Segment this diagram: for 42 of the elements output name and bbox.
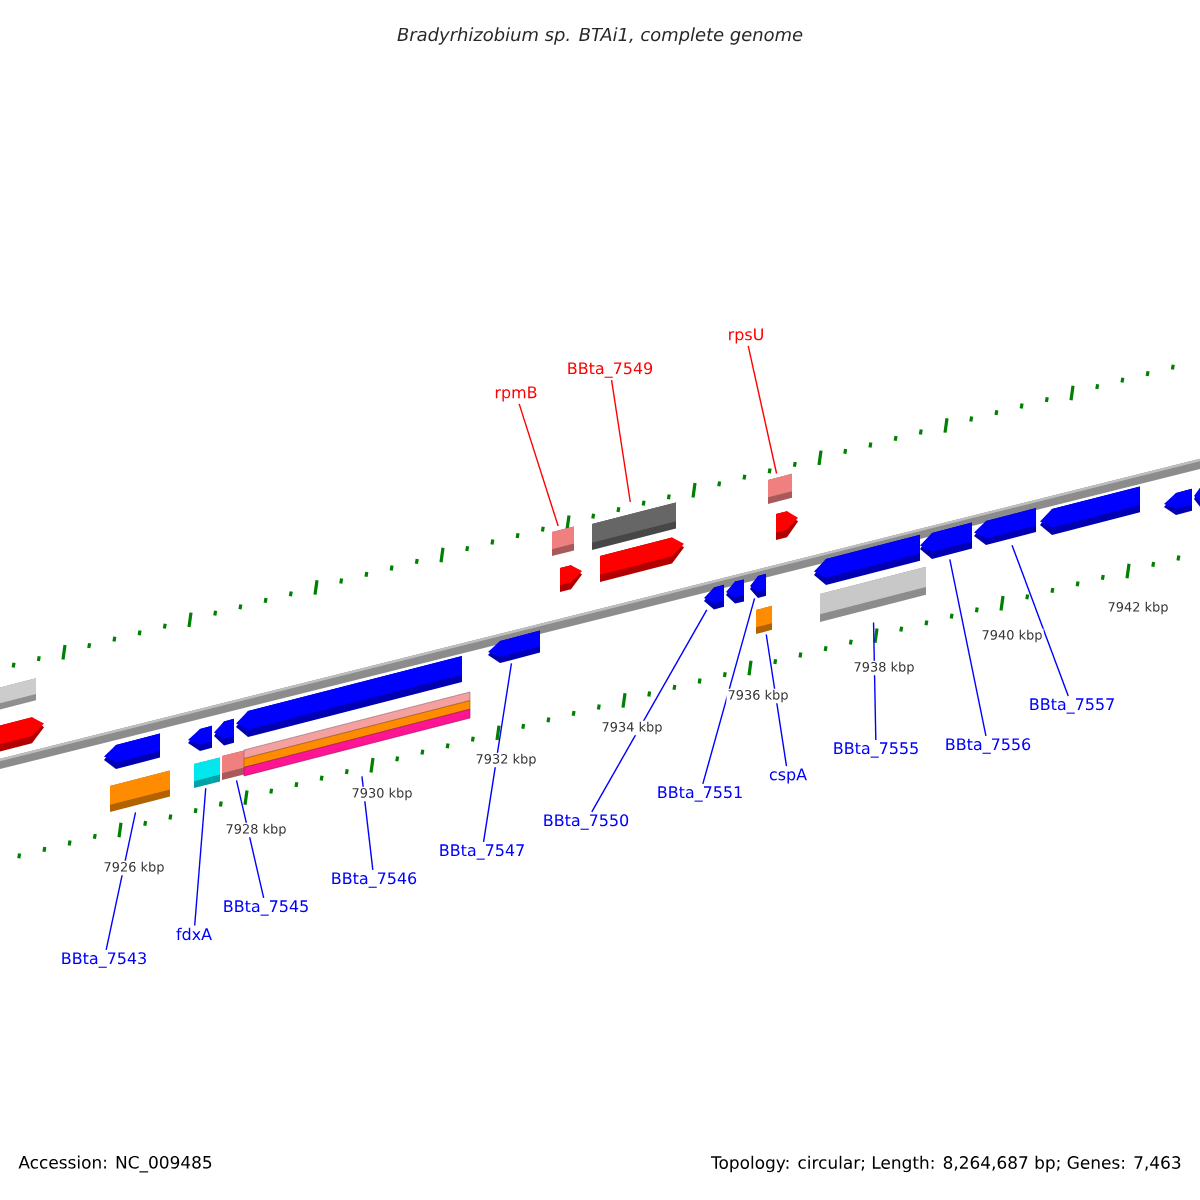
leader-line xyxy=(949,558,987,737)
leader-line xyxy=(872,621,877,741)
gene-feature xyxy=(750,573,766,598)
gene-feature xyxy=(0,717,44,754)
gene-feature xyxy=(104,733,160,769)
gene-feature xyxy=(974,508,1036,545)
gene-block xyxy=(0,678,36,712)
leader-line xyxy=(235,779,265,899)
gene-block xyxy=(756,605,772,634)
gene-feature xyxy=(1040,486,1140,535)
leader-line xyxy=(610,379,631,503)
gene-feature xyxy=(704,584,724,610)
leader-line xyxy=(482,662,513,843)
title: Bradyrhizobium sp. BTAi1, complete genome xyxy=(397,27,803,45)
gene-block xyxy=(243,691,471,777)
gene-feature xyxy=(776,511,798,540)
gene-feature xyxy=(188,725,212,751)
gene-block xyxy=(222,750,244,780)
gene-feature xyxy=(814,534,920,585)
gene-feature xyxy=(488,630,540,663)
gene-feature xyxy=(1194,484,1200,509)
gene-feature xyxy=(214,718,234,746)
footer-text: Topology: circular; Length: 8,264,687 bp; Genes: 7,463 xyxy=(710,1155,1181,1173)
leader-line xyxy=(747,345,778,475)
leader-line xyxy=(361,775,374,871)
gene-block xyxy=(768,473,792,504)
gene-feature xyxy=(560,565,582,592)
gene-feature xyxy=(920,522,972,559)
leader-line xyxy=(591,609,708,813)
leader-line xyxy=(194,787,207,927)
leader-line xyxy=(702,597,756,785)
gene-feature xyxy=(726,579,744,604)
leader-line xyxy=(765,633,788,767)
gene-block xyxy=(194,757,220,788)
gene-feature xyxy=(1164,488,1192,515)
gene-block xyxy=(110,770,170,812)
gene-block xyxy=(552,526,574,556)
footer-text: Accession: NC_009485 xyxy=(18,1155,212,1173)
leader-line xyxy=(1011,544,1069,697)
gene-feature xyxy=(600,537,684,582)
leader-line xyxy=(105,811,137,951)
leader-line xyxy=(518,403,559,527)
